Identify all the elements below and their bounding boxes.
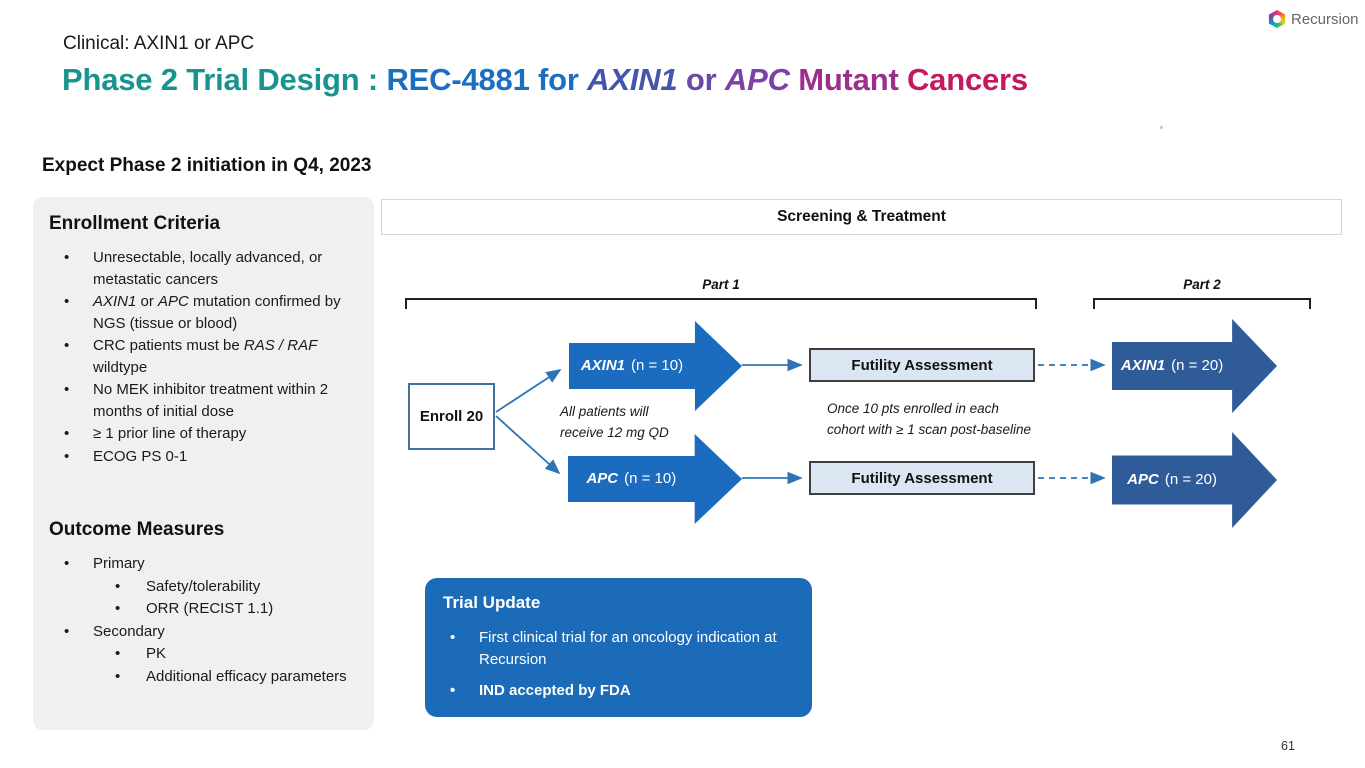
list-item: Additional efficacy parameters xyxy=(49,666,362,688)
enroll-box-label: Enroll 20 xyxy=(419,408,484,425)
title-seg-or: or xyxy=(677,62,725,97)
outcome-list-primary: Primary xyxy=(49,553,362,575)
bullet-text: First clinical trial for an oncology ind… xyxy=(479,629,777,668)
gene-apc: APC xyxy=(1127,471,1159,489)
cohort-size: (n = 10) xyxy=(631,357,684,375)
bullet-text: Unresectable, locally advanced, or metas… xyxy=(93,249,323,288)
arrow-label: APC (n = 20) xyxy=(1112,456,1232,505)
bullet-text: ORR (RECIST 1.1) xyxy=(146,600,274,617)
arrow-label: AXIN1 (n = 10) xyxy=(569,343,695,389)
list-item: AXIN1 or APC mutation confirmed by NGS (… xyxy=(49,291,362,334)
trial-update-title: Trial Update xyxy=(443,593,541,612)
outcome-list-secondary: Secondary xyxy=(49,621,362,643)
bullet-text: ≥ 1 prior line of therapy xyxy=(93,425,247,442)
cohort-size: (n = 10) xyxy=(624,470,677,488)
enrollment-criteria-title: Enrollment Criteria xyxy=(49,213,221,234)
title-seg-apc: APC xyxy=(724,62,790,97)
list-item: Secondary xyxy=(49,621,362,643)
futility-assessment-box-apc: Futility Assessment xyxy=(809,461,1035,495)
outcome-secondary-sublist: PK Additional efficacy parameters xyxy=(49,643,362,687)
list-item: Primary xyxy=(49,553,362,575)
bullet-text: Primary xyxy=(93,555,145,572)
futility-assessment-box-axin1: Futility Assessment xyxy=(809,348,1035,382)
bullet-text: IND accepted by FDA xyxy=(479,682,631,699)
apc-part2-arrow: APC (n = 20) xyxy=(1112,432,1277,528)
recursion-hexagon-icon xyxy=(1268,10,1286,28)
recursion-logo-text: Recursion xyxy=(1291,10,1359,28)
gene-axin1: AXIN1 xyxy=(580,357,625,375)
slide-eyebrow: Clinical: AXIN1 or APC xyxy=(63,33,255,54)
gene-axin1: AXIN1 xyxy=(1120,357,1166,375)
apc-part1-arrow: APC (n = 10) xyxy=(568,434,742,524)
title-seg-rec4881: REC-4881 for xyxy=(386,62,588,97)
gene-ras-raf: RAS / RAF xyxy=(243,337,318,354)
bullet-text: Additional efficacy parameters xyxy=(146,667,347,685)
arrow-label: AXIN1 (n = 20) xyxy=(1112,342,1232,390)
page-title: Phase 2 Trial Design : REC-4881 for AXIN… xyxy=(62,62,1028,98)
list-item: Safety/tolerability xyxy=(49,576,362,598)
list-item: Unresectable, locally advanced, or metas… xyxy=(49,247,362,290)
screening-treatment-label: Screening & Treatment xyxy=(777,208,946,225)
trial-update-list: First clinical trial for an oncology ind… xyxy=(443,627,794,702)
trial-update-box: Trial Update First clinical trial for an… xyxy=(425,578,812,717)
futility-note: Once 10 pts enrolled in each cohort with… xyxy=(827,401,1032,437)
outcome-measures-title: Outcome Measures xyxy=(49,519,225,540)
axin1-part2-arrow: AXIN1 (n = 20) xyxy=(1112,319,1277,413)
enroll-box: Enroll 20 xyxy=(408,383,495,450)
bullet-text: No MEK inhibitor treatment within 2 mont… xyxy=(93,381,329,420)
bullet-text: mutation confirmed by NGS (tissue or blo… xyxy=(93,293,341,332)
gene-apc: APC xyxy=(158,293,189,310)
bullet-text: ECOG PS 0-1 xyxy=(93,447,188,465)
stray-mark xyxy=(1160,126,1163,129)
list-item: CRC patients must be RAS / RAF wildtype xyxy=(49,335,362,378)
enrollment-list: Unresectable, locally advanced, or metas… xyxy=(49,247,362,467)
screening-treatment-header: Screening & Treatment xyxy=(381,199,1342,235)
part2-label: Part 2 xyxy=(1183,277,1221,292)
list-item: IND accepted by FDA xyxy=(443,680,794,702)
dose-note: All patients will receive 12 mg QD xyxy=(560,404,669,440)
cohort-size: (n = 20) xyxy=(1171,357,1224,375)
title-seg-phase: Phase 2 Trial Design : xyxy=(62,62,387,97)
list-item: First clinical trial for an oncology ind… xyxy=(443,627,794,671)
title-seg-mutant: Mutant xyxy=(789,62,907,97)
expectation-heading: Expect Phase 2 initiation in Q4, 2023 xyxy=(42,155,372,176)
bullet-text: Secondary xyxy=(93,622,165,640)
cohort-size: (n = 20) xyxy=(1164,471,1217,489)
list-item: ECOG PS 0-1 xyxy=(49,446,362,468)
part2-bracket xyxy=(1093,298,1311,309)
gene-apc: APC xyxy=(586,470,619,488)
title-seg-cancers: Cancers xyxy=(907,62,1028,97)
page-number: 61 xyxy=(1281,739,1295,753)
title-seg-axin1: AXIN1 xyxy=(587,62,678,97)
bullet-text: CRC patients must be xyxy=(93,337,244,354)
recursion-logo: Recursion xyxy=(1268,10,1359,28)
criteria-panel: Enrollment Criteria Unresectable, locall… xyxy=(33,197,374,730)
axin1-part1-arrow: AXIN1 (n = 10) xyxy=(569,321,742,411)
list-item: ORR (RECIST 1.1) xyxy=(49,598,362,620)
bullet-text: wildtype xyxy=(93,358,148,376)
list-item: ≥ 1 prior line of therapy xyxy=(49,423,362,445)
list-item: No MEK inhibitor treatment within 2 mont… xyxy=(49,379,362,422)
futility-label: Futility Assessment xyxy=(851,469,993,487)
arrow-label: APC (n = 10) xyxy=(568,456,695,502)
logo-center-hole xyxy=(1273,15,1281,23)
futility-label: Futility Assessment xyxy=(851,356,993,374)
list-item: PK xyxy=(49,643,362,665)
part1-label: Part 1 xyxy=(702,277,740,292)
bullet-text: or xyxy=(136,293,159,310)
bullet-text: PK xyxy=(146,645,167,662)
gene-axin1: AXIN1 xyxy=(93,293,137,310)
part1-bracket xyxy=(405,298,1037,309)
outcome-primary-sublist: Safety/tolerability ORR (RECIST 1.1) xyxy=(49,576,362,620)
bullet-text: Safety/tolerability xyxy=(146,577,261,595)
